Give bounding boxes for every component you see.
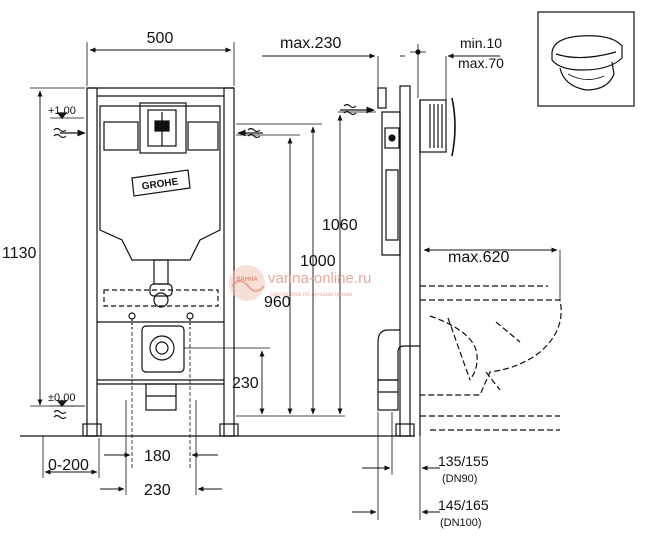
watermark-site: vanna-online.ru	[268, 270, 371, 287]
label-max-70: max.70	[458, 55, 504, 71]
toilet-bowl-outline	[420, 299, 562, 396]
cistern-side	[381, 111, 401, 256]
label-level-zero: ±0,00	[48, 392, 75, 404]
label-max-620: max.620	[448, 249, 509, 266]
frame-left-foot	[82, 423, 102, 437]
label-230-horizontal: 230	[144, 482, 171, 499]
outlet-connector	[141, 325, 185, 373]
label-960: 960	[264, 294, 291, 311]
watermark-logo-text: ВАННА	[236, 277, 258, 283]
frame-left-upright	[86, 87, 98, 437]
front-view: GROHE	[20, 42, 345, 495]
bowl-outline-front	[103, 289, 219, 307]
label-1060: 1060	[322, 217, 358, 234]
side-view	[240, 44, 562, 520]
label-dn100-range: 145/165	[438, 497, 489, 513]
label-1000: 1000	[300, 253, 336, 270]
frame-profile-side	[399, 85, 411, 437]
toilet-thumbnail	[537, 11, 635, 107]
frame-right-foot	[219, 423, 239, 437]
cistern	[99, 105, 221, 261]
label-dn90-range: 135/155	[438, 453, 489, 469]
watermark-tagline: сантехника по лучшим ценам	[270, 292, 352, 298]
watermark: ВАННА vanna-online.ru сантехника по лучш…	[229, 265, 371, 301]
flush-pipe	[153, 259, 169, 285]
outlet-pipe	[145, 383, 177, 411]
label-dn100: (DN100)	[440, 517, 482, 529]
flush-plate-side	[419, 99, 447, 153]
label-max-230: max.230	[280, 35, 341, 52]
label-dn90: (DN90)	[442, 473, 477, 485]
label-180: 180	[144, 448, 171, 465]
outlet-bend-side	[377, 329, 420, 381]
flush-plate-opening	[139, 102, 187, 154]
label-230-vertical: 230	[232, 375, 259, 392]
label-min-10: min.10	[460, 35, 502, 51]
label-0-200: 0-200	[48, 457, 89, 474]
grohe-badge	[131, 169, 191, 197]
label-level-plus: +1,00	[48, 105, 76, 117]
dimension-labels: 500 1130 +1,00 ±0,00 1000 960 230 0-200 …	[2, 30, 509, 529]
label-500: 500	[147, 30, 174, 47]
grohe-logo-text: GROHE	[141, 176, 179, 192]
label-1130: 1130	[2, 245, 37, 262]
